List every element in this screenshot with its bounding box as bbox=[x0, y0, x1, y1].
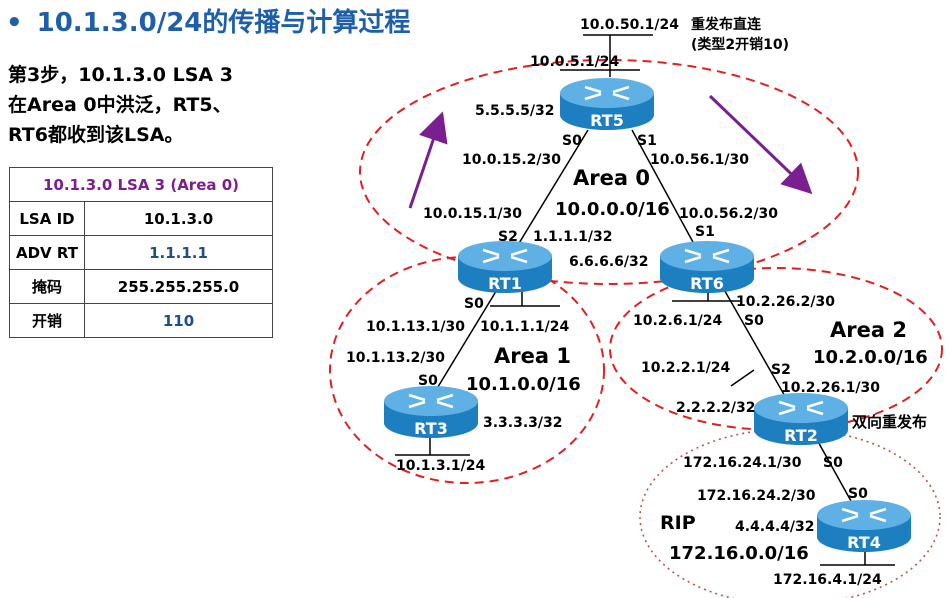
link-26-2-label: 10.2.26.2/30 bbox=[736, 294, 835, 310]
rt3-loopback-label: 3.3.3.3/32 bbox=[483, 415, 563, 431]
rt1-loopback-label: 1.1.1.1/32 bbox=[533, 229, 613, 245]
address-labels: 10.0.50.1/24 重发布直连 (类型2开销10) 10.0.5.1/24… bbox=[346, 16, 927, 588]
table-row: LSA ID 10.1.3.0 bbox=[9, 201, 273, 236]
rt5-redistribute-label: 重发布直连 bbox=[691, 16, 762, 33]
link-15-1-label: 10.0.15.1/30 bbox=[423, 206, 522, 222]
area-2-name: Area 2 bbox=[830, 318, 907, 342]
rip-domain-boundary bbox=[639, 428, 941, 598]
flood-arrow-up bbox=[408, 111, 448, 209]
area-1-boundary bbox=[329, 256, 605, 484]
link-56-2-label: 10.0.56.2/30 bbox=[679, 206, 778, 222]
rt2-redistribution-note: 双向重发布 bbox=[852, 413, 927, 431]
table-row: ADV RT 1.1.1.1 bbox=[9, 235, 273, 270]
rt3-s0-label: S0 bbox=[418, 373, 438, 389]
router-rt6[interactable]: RT6 bbox=[660, 241, 754, 293]
lsa-key: 掩码 bbox=[9, 269, 85, 304]
lsa-value: 10.1.3.0 bbox=[84, 201, 273, 236]
rt1-lan-label: 10.1.1.1/24 bbox=[480, 319, 570, 335]
rt5-loopback-label: 5.5.5.5/32 bbox=[475, 103, 555, 119]
table-row: 开销 110 bbox=[9, 303, 273, 338]
rt6-lan-label: 10.2.6.1/24 bbox=[633, 313, 723, 329]
lsa-value: 255.255.255.0 bbox=[84, 269, 273, 304]
flood-arrow-down bbox=[708, 94, 813, 195]
router-rt3-label: RT3 bbox=[414, 419, 448, 438]
link-13-1-label: 10.1.13.1/30 bbox=[366, 319, 465, 335]
description-line-1: 第3步，10.1.3.0 LSA 3 bbox=[8, 64, 233, 86]
router-rt5-label: RT5 bbox=[590, 111, 624, 130]
rt6-s1-label: S1 bbox=[695, 224, 715, 240]
rt6-loopback-label: 6.6.6.6/32 bbox=[569, 254, 649, 270]
area-0-name: Area 0 bbox=[573, 166, 650, 190]
rt3-lan-label: 10.1.3.1/24 bbox=[396, 458, 486, 474]
router-rt3[interactable]: RT3 bbox=[384, 386, 478, 438]
rt1-s0-label: S0 bbox=[464, 296, 484, 312]
title-bullet: • bbox=[6, 8, 23, 38]
rt5-s1-label: S1 bbox=[637, 133, 657, 149]
router-rt5[interactable]: RT5 bbox=[560, 78, 654, 130]
area-0-network: 10.0.0.0/16 bbox=[555, 199, 670, 220]
router-rt4-label: RT4 bbox=[847, 533, 881, 552]
area-0-boundary bbox=[359, 59, 859, 285]
description-line-2: 在Area 0中洪泛，RT5、 bbox=[8, 94, 232, 116]
link-26-1-label: 10.2.26.1/30 bbox=[781, 380, 880, 396]
rt5-redistribute-cost-label: (类型2开销10) bbox=[691, 36, 789, 53]
rt5-lan-top-label: 10.0.50.1/24 bbox=[580, 17, 679, 33]
router-rt6-label: RT6 bbox=[690, 274, 724, 293]
rt4-s0-label: S0 bbox=[848, 486, 868, 502]
step-description: 第3步，10.1.3.0 LSA 3 在Area 0中洪泛，RT5、 RT6都收… bbox=[8, 60, 233, 150]
router-rt1-label: RT1 bbox=[488, 274, 522, 293]
rip-network: 172.16.0.0/16 bbox=[669, 543, 809, 564]
lsa-key: ADV RT bbox=[9, 235, 85, 270]
rt5-lan-label: 10.0.5.1/24 bbox=[530, 54, 620, 70]
area-1-network: 10.1.0.0/16 bbox=[466, 374, 581, 395]
description-line-3: RT6都收到该LSA。 bbox=[8, 124, 184, 146]
router-rt4[interactable]: RT4 bbox=[817, 500, 911, 552]
link-56-1-label: 10.0.56.1/30 bbox=[650, 152, 749, 168]
router-rt2[interactable]: RT2 bbox=[754, 393, 848, 445]
title-text: 10.1.3.0/24的传播与计算过程 bbox=[36, 8, 411, 38]
link-15-2-label: 10.0.15.2/30 bbox=[462, 152, 561, 168]
table-row: 掩码 255.255.255.0 bbox=[9, 269, 273, 304]
rt4-loopback-label: 4.4.4.4/32 bbox=[735, 519, 815, 535]
lsa-value: 1.1.1.1 bbox=[84, 235, 273, 270]
area-2-network: 10.2.0.0/16 bbox=[813, 347, 928, 368]
router-links bbox=[429, 129, 857, 511]
lsa-table-header: 10.1.3.0 LSA 3 (Area 0) bbox=[9, 167, 273, 202]
rt6-s0-label: S0 bbox=[744, 313, 764, 329]
page-title: • 10.1.3.0/24的传播与计算过程 bbox=[6, 2, 410, 39]
link-13-2-label: 10.1.13.2/30 bbox=[346, 350, 445, 366]
rt2-s0-label: S0 bbox=[823, 455, 843, 471]
rt1-s2-label: S2 bbox=[498, 229, 518, 245]
rip-name: RIP bbox=[660, 512, 696, 534]
rt4-lan-label: 172.16.4.1/24 bbox=[773, 572, 882, 588]
lsa-key: 开销 bbox=[9, 303, 85, 338]
router-rt1[interactable]: RT1 bbox=[458, 241, 552, 293]
lsa-value: 110 bbox=[84, 303, 273, 338]
lsa-table-header-row: 10.1.3.0 LSA 3 (Area 0) bbox=[9, 167, 273, 202]
rt2-s2-label: S2 bbox=[771, 362, 791, 378]
router-rt2-label: RT2 bbox=[784, 426, 818, 445]
rt2-loopback-label: 2.2.2.2/32 bbox=[676, 400, 756, 416]
link-24-2-label: 172.16.24.2/30 bbox=[697, 488, 816, 504]
rt5-s0-label: S0 bbox=[562, 133, 582, 149]
lsa-table: 10.1.3.0 LSA 3 (Area 0) LSA ID 10.1.3.0 … bbox=[9, 167, 273, 338]
area-1-name: Area 1 bbox=[494, 344, 571, 368]
link-24-1-label: 172.16.24.1/30 bbox=[683, 455, 802, 471]
rt2-lan-label: 10.2.2.1/24 bbox=[641, 360, 731, 376]
